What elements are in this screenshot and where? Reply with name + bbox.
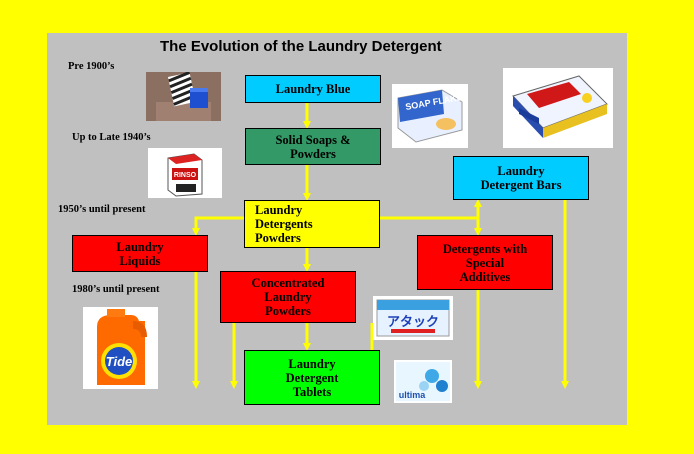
box-laundry-liquids-label: Laundry Liquids [116,239,164,268]
box-detergent-tablets: Laundry Detergent Tablets [244,350,380,405]
box-solid-soaps: Solid Soaps & Powders [245,128,381,165]
laundry-blue-photo [146,72,221,121]
box-concentrated-powders-label: Concentrated Laundry Powders [251,276,325,318]
rinso-label: RINSO [174,172,197,179]
box-detergent-tablets-label: Laundry Detergent Tablets [285,356,339,399]
attack-label: アタック [387,315,439,330]
box-concentrated-powders: Concentrated Laundry Powders [220,271,356,323]
era-label-late-1940: Up to Late 1940’s [72,132,151,143]
soap-flakes-box-photo: SOAP FLAKES [392,84,468,148]
ultima-label: ultima [399,390,426,400]
era-label-pre-1900: Pre 1900’s [68,61,115,72]
era-label-1950s: 1950’s until present [58,204,146,215]
lux-bar-box-photo [503,68,613,148]
diagram-title: The Evolution of the Laundry Detergent [160,38,442,55]
box-solid-soaps-label: Solid Soaps & Powders [275,132,351,161]
box-detergent-bars-label: Laundry Detergent Bars [480,164,562,192]
box-special-additives-label: Detergents with Special Additives [442,241,528,284]
attack-box-photo: アタック [373,296,453,340]
box-laundry-blue-label: Laundry Blue [275,82,351,96]
tide-label: Tide [106,354,133,369]
box-special-additives: Detergents with Special Additives [417,235,553,290]
ultima-tablets-photo: ultima [394,360,452,403]
box-detergent-bars: Laundry Detergent Bars [453,156,589,200]
box-laundry-blue: Laundry Blue [245,75,381,103]
tide-bottle-photo: Tide [83,307,158,389]
arrow-powders-to-liquids [192,216,244,236]
box-detergent-powders: Laundry Detergents Powders [244,200,380,248]
box-detergent-powders-label: Laundry Detergents Powders [255,203,313,245]
era-label-1980s: 1980’s until present [72,284,160,295]
rinso-box-photo: RINSO [148,148,222,198]
box-laundry-liquids: Laundry Liquids [72,235,208,272]
